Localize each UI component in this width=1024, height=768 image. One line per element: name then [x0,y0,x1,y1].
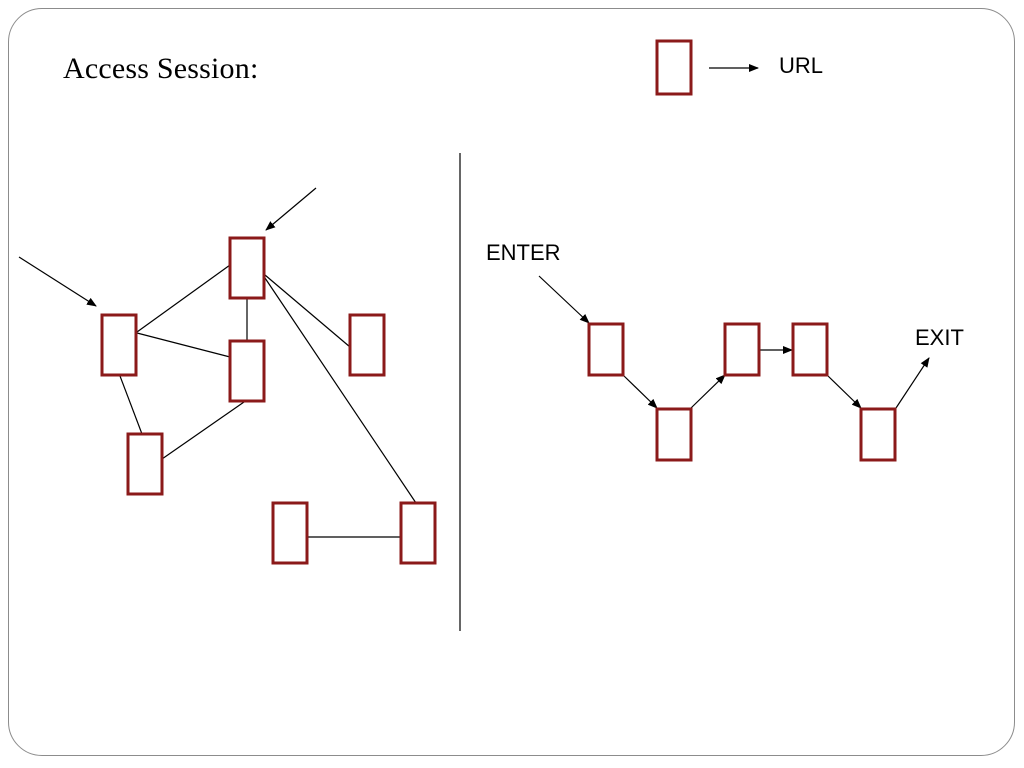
graph-edge [264,274,351,348]
graph-edge [136,332,231,358]
graph-edge [264,277,417,504]
url-node [399,501,437,565]
graph-edge [119,375,143,435]
session-node [859,407,897,462]
url-node [228,339,266,403]
url-node [100,313,138,377]
enter-arrow [538,275,590,324]
session-node [655,407,693,462]
url-node [348,313,386,377]
legend-url-label: URL [779,53,823,78]
graph-edge [161,401,245,460]
session-path: ENTER EXIT [486,240,964,462]
exit-arrow [895,357,930,409]
website-graph-nodes [100,236,437,565]
slide-title: Access Session: [63,52,259,85]
url-node [228,236,266,300]
session-node [791,322,829,377]
session-arrow [622,374,658,409]
graph-edge [136,264,231,333]
entry-arrow-top [265,187,317,231]
slide-frame [8,8,1015,756]
session-arrow [690,374,726,409]
session-node [587,322,625,377]
url-node [271,501,309,565]
entry-arrow-left [18,256,97,307]
exit-label: EXIT [915,325,964,350]
url-node [126,432,164,496]
legend-url-node [655,39,693,96]
legend: URL [655,39,823,96]
enter-label: ENTER [486,240,561,265]
website-graph-edges [18,187,417,538]
session-arrow [826,374,862,409]
session-node [723,322,761,377]
